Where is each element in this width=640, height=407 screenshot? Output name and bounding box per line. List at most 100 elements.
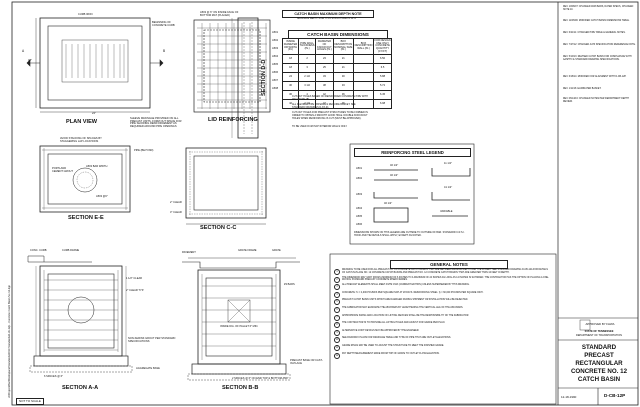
table-cell (352, 72, 375, 83)
pallet-note: INSIDE DIA. OF PALLET 6" MIN. (220, 325, 259, 328)
drawing-number: D-CB-12P (604, 393, 626, 398)
table-cell: 30 (332, 72, 355, 83)
revision-note: REV. 10/06/07: CHANGED A548 BARS, DATED … (563, 6, 634, 11)
table-header-cell: FOR DESIGN USE ONLY CONCRETE QUANTITY (C… (373, 37, 392, 56)
table-header-cell: DIAMETER OF KNOCKOUT HOLES (IN.) (315, 37, 334, 56)
e-e-a503-label: A503 @6" (96, 195, 108, 198)
note-text: APPROPRIATE SIZING AND LOCATION OF LIFTI… (342, 314, 469, 317)
general-notes-title: GENERAL NOTES (390, 260, 508, 269)
dimension-note-4: TO BE USED IN 48 INCH INTERIOR WALLS ONL… (292, 125, 348, 128)
table-cell: 33 (332, 81, 355, 92)
table-cell: 18 (281, 54, 300, 65)
legend-dim-a504: 41 1/2" (444, 186, 453, 189)
note-number-8: 8 (334, 322, 340, 329)
lid-a502-label: A502 (272, 39, 279, 42)
legend-dim-a506: VARIABLE (440, 210, 453, 213)
table-cell: 5.88 (373, 72, 392, 83)
note-text: THE CONTRACTOR IS TO PROVIDE ALL LIFTING… (342, 322, 445, 325)
approved-by-label: APPROVED BY FHWA (585, 322, 615, 326)
catch-basin-depth-title: CATCH BASIN MAXIMUM DEPTH NOTE (282, 10, 374, 18)
legend-mark-a506: A506 (356, 223, 363, 226)
avoid-stacking-note: AVOID STACKING OF SPLICES BY STAGGERING … (60, 137, 102, 143)
lid-a507-label: A507 (272, 79, 279, 82)
section-b-marker: B (163, 49, 166, 53)
dimension-note-2: ALL FLEXIBLE PIPE MATERIALS REQUIRE BASK… (292, 103, 356, 109)
grout-label: PORTLAND CEMENT GROUT (52, 167, 73, 173)
reinforcing-legend-note: DIMENSIONS SHOWN ON THIS LEGEND ARE OUTS… (354, 231, 465, 237)
note-text: ALTERNATIVE JOINT DETAILS MAY BE APPROVE… (342, 329, 420, 332)
table-cell: 5.72 (373, 81, 392, 92)
grate-label: GRATE (272, 249, 281, 252)
section-c-c-title: SECTION C-C (200, 225, 237, 231)
curb-frame-label: CURB FRAME (62, 249, 80, 252)
note-text: CONCRETE: f'c = 4,000 POUNDS PER SQUARE … (342, 291, 484, 294)
table-cell: 30 (281, 81, 300, 92)
pavement-label: PAVEMENT (182, 251, 196, 254)
plan-dim-48: 48" (28, 59, 32, 62)
beginning-of-curb-label: BEGINNING OF CONCRETE CURB (152, 21, 175, 27)
conc-curb-label: CONC. CURB (30, 249, 47, 252)
table-header-cell: INSIDE DIAMETER OR WIDTH (IN.) (281, 37, 300, 56)
lid-a505-label: A505 (272, 63, 279, 66)
note-number-7: 7 (334, 314, 340, 321)
state-label: STATE OF TENNESSEE (584, 330, 614, 333)
table-cell: 6.98 (373, 99, 392, 110)
lid-a508-label: A508 (272, 87, 279, 90)
table-cell: 38 (315, 81, 334, 92)
spaces-label: 6 SPACES @ 6" (44, 375, 63, 378)
section-b-b-drawing (182, 257, 300, 381)
non-shrink-grout-label: NON-SHRINK GROUT PER STANDARD SPECIFICAT… (128, 337, 176, 343)
revision-note: REV. 06/14/16: CHANGED NOTES PER DEPARTM… (563, 98, 630, 103)
title-line-5: CATCH BASIN (577, 376, 621, 383)
precast-base-label: PRECAST BASE OR CAST-IN-PLACE (290, 359, 323, 365)
section-b-b-title: SECTION B-B (222, 385, 259, 391)
clear-2-typ-label: 2" CLEAR TYP. (126, 289, 144, 292)
table-row: 18 2 23 21 6.50 (281, 54, 392, 65)
table-cell (352, 99, 375, 110)
catch-basin-dimensions-table: INSIDE DIAMETER OR WIDTH (IN.) PIPE WALL… (281, 37, 392, 110)
note-number-12: 12 (334, 352, 340, 359)
table-header-cell: PIPE WALL THICKNESS (IN.) (298, 37, 317, 56)
table-cell (352, 63, 375, 74)
note-text: PRECAST CATCH BASIN UNITS WHICH ARE DAMA… (342, 299, 469, 302)
table-cell: 2 1/2 (298, 72, 317, 83)
table-cell: 23 (315, 54, 334, 65)
note-text: THE FABRICATOR MAY ELIMINATE THE A503 BA… (342, 306, 464, 309)
table-cell: 3 1/2 (298, 81, 317, 92)
department-label: DEPARTMENT OF TRANSPORTATION (575, 334, 623, 337)
title-line-4: CONCRETE NO. 12 (570, 368, 628, 375)
section-d-d-title: SECTION D-D (261, 59, 267, 96)
table-cell: 3 (298, 63, 317, 74)
note-text: ALL PRECAST ELEMENTS SHALL MEET ASTM C91… (342, 284, 470, 287)
table-cell (352, 81, 375, 92)
table-cell: 33 (315, 72, 334, 83)
note-number-11: 11 (334, 344, 340, 351)
title-line-2: PRECAST (584, 352, 614, 359)
table-header-cell: BOX DESCRIPTION NOMINAL SIZE (IN.) (332, 37, 355, 56)
grate-frame-label: GRATE FRAME (238, 249, 257, 252)
note-number-4: 4 (334, 291, 340, 298)
section-a-marker: A (22, 49, 25, 53)
table-cell (352, 54, 375, 65)
table-row: 30 3 1/2 38 33 5.72 (281, 81, 392, 92)
lid-a506-label: A506 (272, 71, 279, 74)
c-c-clear-2-label: 2" CLEAR (170, 201, 182, 204)
spaces-a507-label: 2 SPACES @ 6" ON END TOP & BOTTOM A507 (232, 377, 289, 380)
title-block-frame (558, 317, 638, 405)
section-a-a-title: SECTION A-A (62, 385, 99, 391)
table-header-row: INSIDE DIAMETER OR WIDTH (IN.) PIPE WALL… (281, 37, 392, 56)
title-line-3: RECTANGULAR (575, 360, 623, 367)
note-number-10: 10 (334, 337, 340, 344)
note-number-3: 3 (334, 284, 340, 291)
